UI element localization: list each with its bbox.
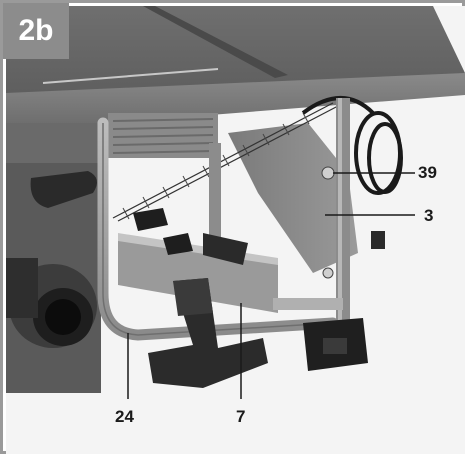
tilt-arm — [228, 123, 358, 273]
miter-slot — [143, 6, 288, 78]
callout-39: 39 — [418, 163, 437, 182]
screw — [321, 166, 335, 180]
clamp-handle — [148, 278, 268, 388]
leader-lines — [127, 172, 415, 399]
callout-24: 24 — [115, 407, 134, 426]
reflection — [42, 68, 219, 84]
knob-left — [30, 171, 97, 208]
table-saw-photo — [6, 6, 465, 454]
callout-3: 3 — [424, 206, 434, 225]
callout-7: 7 — [236, 407, 246, 426]
figure-label: 2b — [3, 3, 69, 59]
